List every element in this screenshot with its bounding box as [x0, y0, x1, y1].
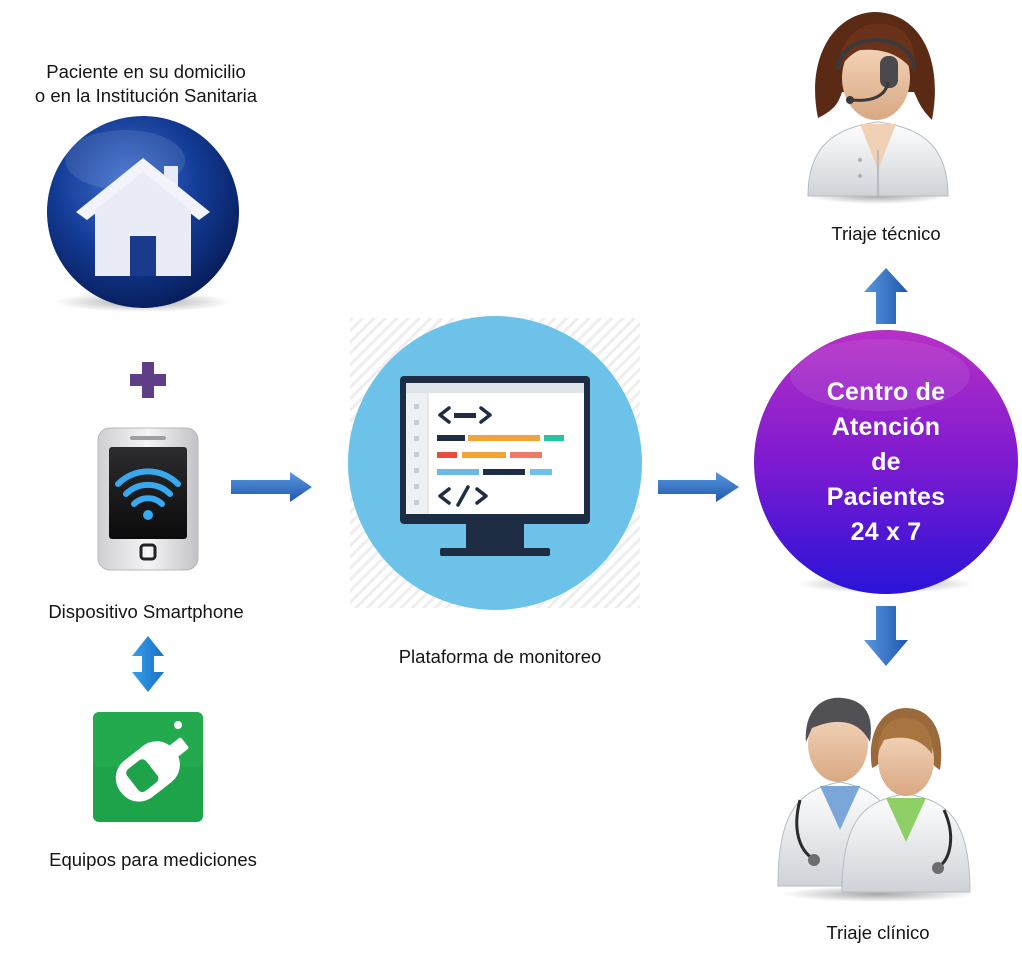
patient-home-label-line2: o en la Institución Sanitaria	[34, 85, 258, 106]
headset-operator-icon	[807, 12, 949, 204]
patient-home-label: Paciente en su domicilio o en la Institu…	[0, 60, 292, 108]
arrow-platform-to-center	[658, 472, 739, 502]
center-hub-circle	[754, 330, 1018, 594]
center-line-4: Pacientes	[826, 482, 946, 511]
double-arrow-icon	[132, 636, 164, 692]
arrow-down-to-clinical-triage	[864, 606, 908, 666]
platform-label: Plataforma de monitoreo	[398, 646, 602, 667]
code-monitor-icon	[348, 316, 642, 610]
center-line-5: 24 x 7	[850, 517, 922, 546]
clinical-triage-label: Triaje clínico	[826, 922, 930, 943]
doctors-icon	[777, 697, 974, 902]
center-line-3: de	[871, 447, 901, 476]
center-line-2: Atención	[831, 412, 941, 441]
plus-icon	[130, 362, 166, 398]
smartphone-label: Dispositivo Smartphone	[48, 601, 244, 622]
patient-home-label-line1: Paciente en su domicilio	[46, 61, 246, 82]
arrow-up-to-tech-triage	[864, 268, 908, 324]
tech-triage-label: Triaje técnico	[831, 223, 941, 244]
glucometer-icon	[93, 712, 203, 822]
center-line-1: Centro de	[826, 377, 946, 406]
house-icon	[47, 116, 239, 312]
arrow-phone-to-platform	[231, 472, 312, 502]
center-hub-label: Centro de Atención de Pacientes 24 x 7	[754, 330, 1018, 594]
equipment-label: Equipos para mediciones	[49, 849, 257, 870]
smartphone-wifi-icon	[97, 427, 199, 571]
